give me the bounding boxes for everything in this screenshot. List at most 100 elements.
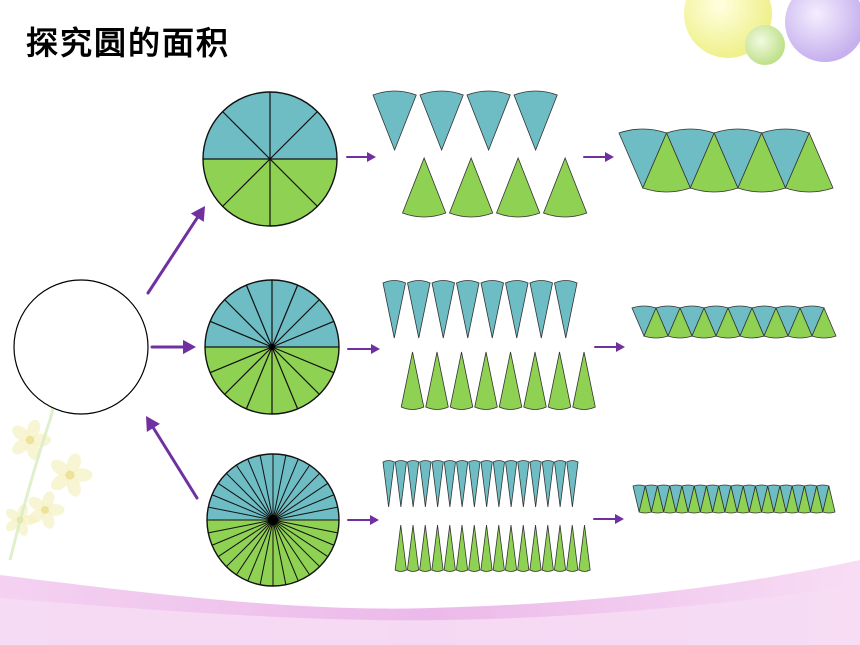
sector-piece: [407, 280, 431, 339]
sector-line: [245, 346, 273, 410]
sector-line: [271, 284, 299, 348]
original-circle: [13, 279, 149, 415]
sector-piece: [431, 280, 455, 339]
sector-piece: [449, 351, 474, 410]
sector-piece: [547, 351, 572, 410]
sector-piece: [431, 460, 444, 508]
split-sectors-2: [382, 280, 596, 410]
arrow-head: [615, 514, 624, 524]
flower-petal: [66, 476, 81, 497]
sector-piece: [566, 524, 579, 572]
sector-piece: [554, 280, 578, 339]
arrow-head: [146, 416, 160, 432]
sector-line: [272, 482, 329, 521]
sector-line: [247, 519, 274, 582]
sector-piece: [505, 280, 529, 339]
sector-piece: [529, 524, 542, 572]
arrow-head: [190, 206, 205, 222]
sector-line: [272, 519, 299, 582]
split-sectors-1: [372, 90, 588, 218]
circle-outline: [202, 91, 338, 227]
sector-piece: [541, 460, 554, 508]
sector-piece: [406, 524, 420, 572]
sector-line: [269, 158, 318, 207]
sector-piece: [822, 485, 836, 514]
sector-line: [271, 346, 335, 374]
sector-piece: [456, 460, 469, 508]
center-dot: [268, 515, 278, 525]
sector-piece: [443, 524, 456, 572]
sector-piece: [401, 156, 447, 218]
sector-piece: [529, 460, 542, 508]
circle-outline: [206, 453, 340, 587]
sector-line: [235, 464, 274, 521]
sector-piece: [372, 90, 417, 152]
sector-line: [225, 519, 274, 568]
sector-piece: [498, 351, 523, 410]
sector-line: [271, 299, 320, 348]
sector-line: [272, 519, 335, 546]
sector-piece: [566, 460, 579, 508]
sector-line: [272, 519, 287, 585]
sector-line: [208, 506, 274, 521]
sector-piece: [513, 90, 558, 152]
sector-line: [259, 519, 274, 585]
sector-line: [272, 472, 321, 521]
flower-petal: [6, 519, 20, 532]
assembled-shape-2: [631, 305, 837, 339]
divided-circle-1: [202, 91, 338, 227]
sector-piece: [456, 280, 480, 339]
sector-piece: [542, 156, 588, 218]
sector-line: [209, 346, 273, 374]
arrow-head: [367, 152, 376, 162]
flower-petal: [12, 425, 30, 442]
sector-line: [272, 455, 287, 521]
sector-line: [272, 519, 338, 534]
sector-line: [271, 320, 335, 348]
circle-outline: [204, 279, 340, 415]
sector-piece: [517, 460, 530, 508]
arrow-assemble-1: [583, 152, 614, 162]
sector-line: [235, 519, 274, 576]
arrow-head: [616, 342, 625, 352]
flower-petal: [66, 453, 81, 474]
arrow-assemble-3: [593, 514, 624, 524]
flower-petal: [50, 473, 70, 491]
sector-piece: [784, 131, 834, 193]
sector-piece: [492, 460, 505, 508]
sector-piece: [523, 351, 547, 410]
sector-line: [272, 458, 299, 521]
arrow-shaft: [151, 426, 199, 500]
arrow-to-row-2: [150, 339, 196, 355]
sector-piece: [811, 306, 837, 339]
flower-petal: [41, 511, 55, 529]
sector-line: [271, 346, 320, 395]
green-bubble: [745, 25, 785, 65]
sector-line: [247, 458, 274, 521]
sector-piece: [419, 524, 432, 572]
sector-line: [211, 494, 274, 521]
sector-piece: [553, 524, 567, 572]
sector-line: [222, 158, 271, 207]
arrow-to-row-1: [146, 206, 205, 295]
arrow-split-1: [346, 152, 376, 162]
divided-circle-3: [206, 453, 340, 587]
sector-piece: [382, 280, 406, 339]
sector-piece: [425, 351, 449, 410]
flower-petal: [41, 491, 55, 509]
sector-line: [272, 506, 338, 521]
arrow-head: [183, 339, 196, 355]
bottom-wave-light: [0, 585, 860, 645]
sector-line: [245, 284, 273, 348]
flower-petal: [26, 419, 41, 439]
flower-petal: [26, 441, 41, 461]
sector-line: [272, 519, 329, 558]
sector-piece: [541, 524, 554, 572]
sector-line: [208, 519, 274, 534]
assembled-shape-3: [632, 484, 836, 514]
sector-piece: [578, 524, 591, 572]
arrow-split-3: [347, 515, 379, 525]
sector-piece: [382, 460, 395, 508]
flower-petal: [28, 496, 45, 512]
